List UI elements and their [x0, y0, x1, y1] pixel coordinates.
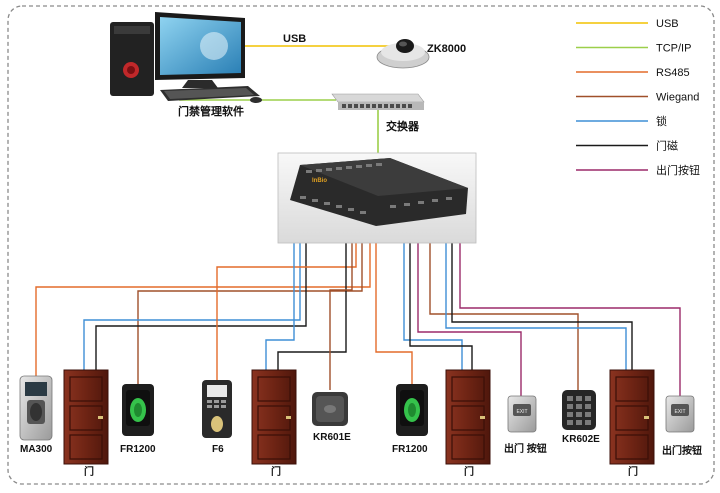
svg-text:InBio: InBio: [312, 178, 327, 184]
sensor-door-3: [409, 243, 473, 370]
fr1200-reader-b: [396, 384, 428, 436]
door-2-label: 门: [271, 465, 281, 478]
svg-text:EXIT: EXIT: [516, 409, 527, 415]
exit-button-a-label: 出门 按钮: [504, 442, 547, 455]
sensor-door-4: [451, 243, 633, 370]
fr1200-reader-a: [122, 384, 154, 436]
door-4-label: 门: [628, 465, 638, 478]
controller-panel: InBio: [277, 152, 477, 244]
lock-door-2: [265, 243, 295, 370]
zk8000-device: [376, 39, 430, 69]
rs485-f6: [216, 243, 357, 380]
legend-label-6: 出门按钮: [656, 163, 700, 177]
pc-tower: [110, 22, 154, 96]
lock-door-1: [83, 243, 301, 370]
usb-label: USB: [283, 33, 306, 45]
legend-label-5: 门磁: [656, 139, 678, 153]
kr601e-label: KR601E: [313, 432, 351, 443]
legend-label-4: 锁: [656, 114, 667, 128]
kr602e-label: KR602E: [562, 434, 600, 445]
fr1200-b-label: FR1200: [392, 444, 428, 455]
legend-label-1: TCP/IP: [656, 43, 691, 55]
pc-workstation: 门禁管理软件: [110, 12, 262, 118]
sensor-door-2: [277, 243, 347, 370]
rs485-ma300: [35, 243, 371, 380]
exit-btn-a: [417, 243, 522, 396]
legend-label-0: USB: [656, 18, 679, 30]
wiegand-kr601e: [329, 243, 353, 390]
legend-label-3: Wiegand: [656, 92, 699, 104]
ma300-reader: [19, 375, 53, 441]
ma300-label: MA300: [20, 444, 53, 455]
rs485-fr1200-b: [375, 243, 413, 384]
exit-btn-b: [459, 243, 681, 396]
door-3: [445, 369, 491, 465]
f6-label: F6: [212, 444, 224, 455]
sensor-door-1: [95, 243, 307, 370]
wiring: [35, 45, 681, 396]
lock-door-3: [403, 243, 463, 370]
svg-text:EXIT: EXIT: [674, 409, 685, 415]
switch-label: 交换器: [386, 119, 420, 133]
door-1: [63, 369, 109, 465]
outer-border: [7, 5, 715, 485]
network-switch: [331, 93, 425, 110]
exit-button-b-label: 出门按钮: [662, 444, 702, 457]
wiegand-fr1200-a: [137, 243, 363, 384]
exit-button-b: EXIT: [665, 395, 695, 433]
kr602e-keypad: [562, 390, 596, 430]
exit-button-a: EXIT: [507, 395, 537, 433]
kr601e-reader: [312, 392, 348, 426]
legend-label-2: RS485: [656, 67, 690, 79]
lock-door-4: [445, 243, 627, 370]
zk8000-label: ZK8000: [427, 43, 466, 55]
fr1200-a-label: FR1200: [120, 444, 156, 455]
door-3-label: 门: [464, 465, 474, 478]
door-1-label: 门: [84, 465, 94, 478]
f6-terminal: [202, 380, 232, 438]
wiegand-kr602e: [429, 243, 579, 390]
software-label: 门禁管理软件: [178, 104, 244, 118]
door-4: [609, 369, 655, 465]
door-2: [251, 369, 297, 465]
